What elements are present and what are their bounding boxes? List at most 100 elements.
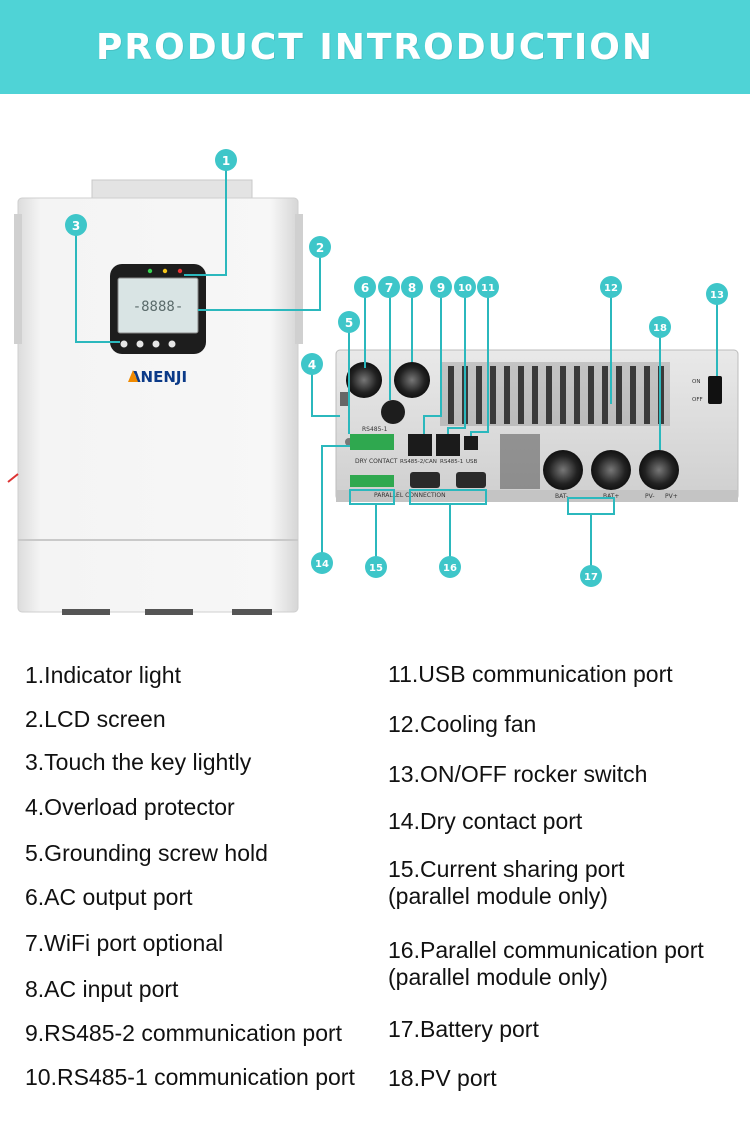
feature-item: 5.Grounding screw hold [25, 840, 268, 866]
callout-17: 17 [580, 565, 602, 587]
ac-input-port [394, 362, 430, 398]
svg-text:7: 7 [385, 281, 393, 295]
feature-item-line: 15.Current sharing port [388, 856, 625, 882]
rs485-1-label: RS485-1 [362, 426, 388, 433]
svg-text:11: 11 [481, 283, 495, 294]
feature-item-subline: (parallel module only) [388, 883, 608, 909]
product-figure: -8888- ANENJI RS485-1 [0, 94, 750, 634]
switch-on-label: ON [692, 379, 700, 385]
feature-item: 12.Cooling fan [388, 711, 536, 738]
indicator-light-ac [147, 268, 153, 274]
callout-15: 15 [365, 556, 387, 578]
callout-11: 11 [477, 276, 499, 298]
touch-key-icon[interactable] [136, 340, 144, 348]
side-trim-right [295, 214, 303, 344]
side-trim-left [14, 214, 22, 344]
callout-7: 7 [378, 276, 400, 298]
feature-item: 10.RS485-1 communication port [25, 1064, 355, 1090]
feature-item: 11.USB communication port [388, 661, 673, 688]
bottom-terminal [62, 609, 110, 615]
current-sharing-port [350, 475, 394, 487]
feature-item-line: 13.ON/OFF rocker switch [388, 761, 648, 787]
touch-key-icon[interactable] [168, 340, 176, 348]
callout-4: 4 [301, 353, 323, 375]
callout-2: 2 [309, 236, 331, 258]
feature-item: 1.Indicator light [25, 662, 181, 688]
dry-contact-port [350, 434, 394, 450]
pv-plus-label: PV+ [665, 493, 678, 500]
svg-text:1: 1 [222, 154, 230, 168]
svg-text:5: 5 [345, 316, 353, 330]
feature-item: 2.LCD screen [25, 706, 166, 732]
svg-text:9: 9 [437, 281, 445, 295]
svg-text:4: 4 [308, 358, 316, 372]
brand-logo: ANENJI [129, 368, 187, 386]
feature-item: 3.Touch the key lightly [25, 749, 252, 775]
feature-item: 15.Current sharing port (parallel module… [388, 856, 625, 910]
lcd-readout: -8888- [133, 299, 184, 315]
battery-minus-port [543, 450, 583, 490]
callout-18: 18 [649, 316, 671, 338]
bottom-terminal [232, 609, 272, 615]
callout-9: 9 [430, 276, 452, 298]
feature-item: 4.Overload protector [25, 794, 235, 820]
leader-lines [75, 170, 718, 574]
bottom-terminal [145, 609, 193, 615]
callout-14: 14 [311, 552, 333, 574]
feature-item: 9.RS485-2 communication port [25, 1020, 343, 1046]
bat-minus-label: BAT- [555, 493, 568, 500]
touch-key-icon[interactable] [152, 340, 160, 348]
feature-item: 6.AC output port [25, 884, 193, 910]
callout-8: 8 [401, 276, 423, 298]
parallel-comm-port [456, 472, 486, 488]
svg-text:2: 2 [316, 241, 324, 255]
feature-item-subline: (parallel module only) [388, 964, 608, 990]
pv-minus-port [639, 450, 679, 490]
parallel-comm-port [410, 472, 440, 488]
brand-logo-mark [128, 370, 138, 382]
callout-5: 5 [338, 311, 360, 333]
feature-item-line: 14.Dry contact port [388, 808, 583, 834]
indicator-light-charge [162, 268, 168, 274]
feature-item: 17.Battery port [388, 1016, 539, 1043]
rocker-switch [708, 376, 722, 404]
wifi-port [381, 400, 405, 424]
callout-3: 3 [65, 214, 87, 236]
header-banner: PRODUCT INTRODUCTION [0, 0, 750, 94]
feature-item-line: 18.PV port [388, 1065, 497, 1091]
svg-text:8: 8 [408, 281, 416, 295]
pv-minus-label: PV- [645, 493, 655, 500]
product-illustration: -8888- ANENJI RS485-1 [7, 149, 739, 615]
mounting-bracket [91, 179, 253, 201]
feature-item: 18.PV port [388, 1065, 497, 1092]
battery-plus-port [591, 450, 631, 490]
vent-grille [440, 362, 670, 489]
dry-contact-label: DRY CONTACT [355, 458, 398, 465]
svg-text:12: 12 [604, 283, 618, 294]
touch-key-icon[interactable] [120, 340, 128, 348]
ac-output-port [346, 362, 382, 398]
lcd-screen [117, 277, 199, 334]
callout-1: 1 [215, 149, 237, 171]
rs485-2-can-label: RS485-2/CAN [400, 459, 437, 465]
rs485-2-port [408, 434, 432, 456]
callout-badges: 1 2 3 4 5 6 7 8 9 10 11 12 13 14 15 16 1… [65, 149, 728, 587]
bat-plus-label: BAT+ [603, 493, 619, 500]
svg-text:10: 10 [458, 283, 472, 294]
rs485-1-port [436, 434, 460, 456]
svg-text:18: 18 [653, 323, 667, 334]
switch-off-label: OFF [692, 397, 703, 403]
feature-item-line: 11.USB communication port [388, 661, 673, 687]
page-title: PRODUCT INTRODUCTION [96, 26, 654, 68]
inverter-body [17, 197, 299, 613]
svg-text:16: 16 [443, 563, 457, 574]
rear-panel-base [336, 490, 738, 502]
feature-item-line: 17.Battery port [388, 1016, 539, 1042]
feature-item: 7.WiFi port optional [25, 930, 224, 956]
feature-item: 13.ON/OFF rocker switch [388, 761, 647, 788]
svg-text:6: 6 [361, 281, 369, 295]
feature-item-line: 12.Cooling fan [388, 711, 537, 737]
inverter-front-view: -8888- ANENJI [7, 179, 303, 615]
callout-6: 6 [354, 276, 376, 298]
feature-item-line: 16.Parallel communication port [388, 937, 704, 963]
